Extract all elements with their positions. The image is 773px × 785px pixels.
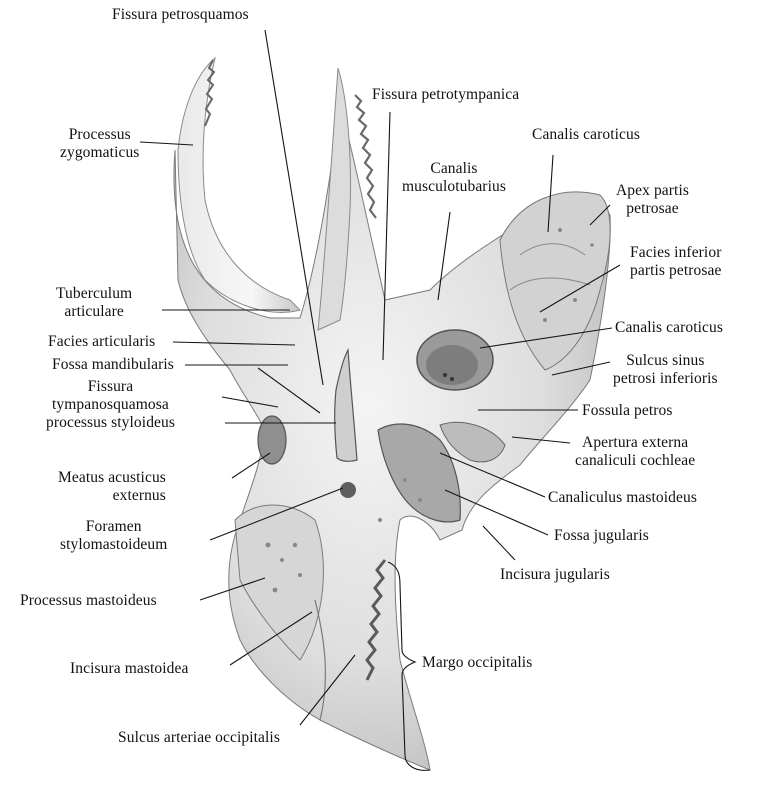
label-canalis-caroticus-top: Canalis caroticus [532, 126, 640, 144]
label-incisura-jugularis: Incisura jugularis [500, 566, 610, 584]
label-line: zygomaticus [60, 144, 139, 162]
label-fossa-jugularis: Fossa jugularis [554, 527, 649, 545]
label-line: Processus [60, 126, 139, 144]
label-line: externus [58, 487, 166, 505]
label-apex-partis-petrosae: Apex partis petrosae [616, 182, 689, 218]
label-canaliculus-mastoideus: Canaliculus mastoideus [548, 489, 697, 507]
label-line: tympanosquamosa [52, 396, 169, 414]
label-processus-mastoideus: Processus mastoideus [20, 592, 157, 610]
label-line: partis petrosae [630, 262, 721, 280]
stylomastoid-foramen [340, 482, 356, 498]
label-meatus-acusticus: Meatus acusticus externus [58, 469, 166, 505]
label-line: Fissura [52, 378, 169, 396]
label-line: Canalis [402, 160, 506, 178]
label-line: petrosi inferioris [613, 370, 718, 388]
label-tuberculum-articulare: Tuberculum articulare [56, 285, 132, 321]
label-facies-articularis: Facies articularis [48, 333, 155, 351]
label-line: musculotubarius [402, 178, 506, 196]
label-sulcus-arteriae: Sulcus arteriae occipitalis [118, 729, 280, 747]
label-processus-zygomaticus: Processus zygomaticus [60, 126, 139, 162]
label-sulcus-sinus: Sulcus sinus petrosi inferioris [613, 352, 718, 388]
label-canalis-musculotubarius: Canalis musculotubarius [402, 160, 506, 196]
label-fissura-petrotympanica: Fissura petrotympanica [372, 86, 519, 104]
label-line: articulare [56, 303, 132, 321]
label-line: Foramen [60, 518, 167, 536]
label-line: Sulcus sinus [613, 352, 718, 370]
label-processus-styloideus: processus styloideus [46, 414, 175, 432]
label-line: canaliculi cochleae [575, 452, 695, 470]
label-margo-occipitalis: Margo occipitalis [422, 654, 532, 672]
label-line: Facies inferior [630, 244, 721, 262]
label-facies-inferior: Facies inferior partis petrosae [630, 244, 721, 280]
label-fossula-petros: Fossula petros [582, 402, 673, 420]
label-fissura-tympanosquamosa: Fissura tympanosquamosa [52, 378, 169, 414]
label-fossa-mandibularis: Fossa mandibularis [52, 356, 174, 374]
label-foramen-stylomastoideum: Foramen stylomastoideum [60, 518, 167, 554]
label-incisura-mastoidea: Incisura mastoidea [70, 660, 188, 678]
label-canalis-caroticus-mid: Canalis caroticus [615, 319, 723, 337]
label-line: Meatus acusticus [58, 469, 166, 487]
label-apertura-externa: Apertura externa canaliculi cochleae [575, 434, 695, 470]
label-line: Apex partis [616, 182, 689, 200]
label-line: Tuberculum [56, 285, 132, 303]
label-line: stylomastoideum [60, 536, 167, 554]
label-fissura-petrosquamos: Fissura petrosquamos [112, 6, 249, 24]
label-line: Apertura externa [575, 434, 695, 452]
label-line: petrosae [616, 200, 689, 218]
